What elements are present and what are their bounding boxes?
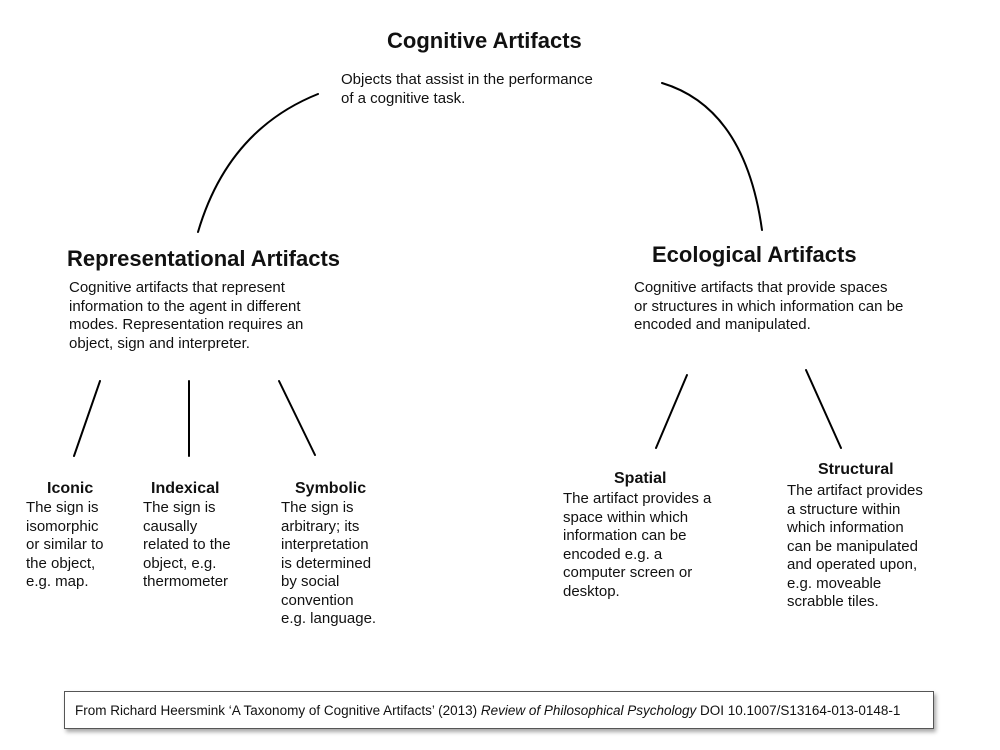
connector-root-to-representational [197, 93, 319, 233]
citation-journal: Review of Philosophical Psychology [480, 703, 697, 718]
indexical-title: Indexical [151, 480, 220, 497]
citation-suffix: DOI 10.1007/S13164-013-0148-1 [696, 703, 901, 718]
connector-to-symbolic [278, 380, 316, 456]
structural-description: The artifact provides a structure within… [787, 482, 923, 610]
symbolic-description: The sign is arbitrary; its interpretatio… [281, 499, 377, 627]
citation-box: From Richard Heersmink ‘A Taxonomy of Co… [64, 691, 934, 729]
connector-to-structural [805, 369, 842, 449]
citation-prefix: From Richard Heersmink ‘A Taxonomy of Co… [75, 703, 481, 718]
ecological-description: Cognitive artifacts that provide spaces … [634, 279, 904, 333]
citation-text: From Richard Heersmink ‘A Taxonomy of Co… [75, 703, 900, 718]
connector-to-spatial [655, 374, 688, 449]
root-title: Cognitive Artifacts [387, 28, 582, 53]
indexical-description: The sign is causally related to the obje… [143, 499, 231, 590]
root-description: Objects that assist in the performance o… [341, 71, 593, 107]
spatial-title: Spatial [614, 470, 667, 487]
connector-root-to-ecological [661, 82, 763, 231]
symbolic-title: Symbolic [295, 480, 367, 497]
representational-title: Representational Artifacts [67, 246, 341, 271]
iconic-description: The sign is isomorphic or similar to the… [26, 499, 104, 590]
connector-to-iconic [73, 380, 101, 457]
iconic-title: Iconic [47, 480, 94, 497]
structural-title: Structural [818, 461, 894, 478]
spatial-description: The artifact provides a space within whi… [563, 490, 712, 600]
representational-description: Cognitive artifacts that represent infor… [69, 279, 304, 352]
ecological-title: Ecological Artifacts [652, 242, 857, 267]
